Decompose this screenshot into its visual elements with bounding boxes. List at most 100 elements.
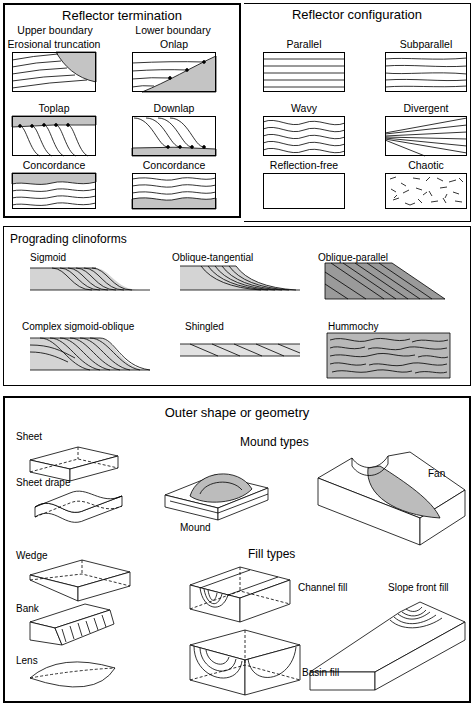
complex-sigmoid-oblique-art [30, 338, 150, 370]
shingled-art [180, 344, 300, 356]
lens-outline [30, 662, 115, 687]
wavy-art [263, 120, 345, 152]
valley-walls [352, 456, 388, 476]
sigmoid-art [30, 268, 150, 290]
fill-lines [390, 607, 442, 628]
panel-title: Reflector configuration [244, 8, 470, 22]
block-face [70, 456, 118, 481]
clinoform-lines [180, 344, 300, 356]
figure-label: Mound types [240, 436, 309, 449]
figure-label: Sheet drape [16, 477, 71, 488]
onlap-art [132, 56, 216, 92]
block-face [190, 645, 245, 695]
gray-fill [12, 116, 96, 127]
figure-label: Upper boundary [17, 25, 92, 37]
clinoform-lines [180, 266, 300, 290]
panel-box: Prograding clinoforms [3, 226, 471, 386]
figure-label: Oblique-tangential [172, 252, 253, 263]
block-face [55, 610, 114, 645]
sample-label: Erosional truncation [8, 39, 101, 51]
sample-label: Onlap [160, 39, 188, 51]
wave-line [263, 127, 345, 131]
sample-box: Toplap [12, 116, 96, 156]
hidden-edge [30, 447, 118, 472]
termination-dots [167, 146, 206, 149]
sample-label: Wavy [291, 103, 317, 115]
sample-box: Concordance [12, 173, 96, 209]
reflector-lines [12, 54, 87, 88]
mound-fill [190, 474, 252, 502]
sample-box: Erosional truncation [12, 52, 96, 92]
chaotic-art [390, 177, 463, 205]
reflector-lines [132, 62, 204, 87]
lens-art [30, 662, 115, 687]
concordance-lower-art [132, 178, 216, 209]
gray-fill [56, 52, 96, 82]
panel-title: Reflector termination [5, 9, 239, 23]
sample-label: Toplap [39, 103, 70, 115]
figure-label: Oblique-parallel [318, 252, 388, 263]
figure-label: Shingled [185, 321, 224, 332]
sample-box: Downlap [132, 116, 216, 156]
figure-label: Mound [180, 522, 211, 533]
sample-label: Chaotic [408, 160, 444, 172]
panel-box: Outer shape or geometry [3, 396, 471, 703]
bank-art [30, 604, 114, 645]
figure-label: Hummochy [328, 321, 379, 332]
figure-label: Fill types [248, 548, 295, 561]
hidden-edge [35, 501, 122, 517]
block-face [78, 572, 130, 601]
gray-fill [327, 333, 450, 378]
figure-label: Basin fill [302, 667, 339, 678]
figure-label: Bank [16, 603, 39, 614]
gray-fill [30, 338, 150, 370]
sample-box: Concordance [132, 173, 216, 209]
reflector-lines [134, 118, 204, 147]
downlap-art [132, 118, 216, 156]
oblique-parallel-art [325, 263, 445, 299]
reflector-lines [20, 125, 88, 156]
wave-line [263, 141, 345, 145]
gray-fill [132, 198, 216, 209]
block-face [375, 622, 465, 690]
clinoform-lines [30, 338, 150, 370]
concordance-upper-art [12, 173, 96, 205]
hummocky-art [327, 333, 450, 378]
sample-label: Parallel [286, 39, 321, 51]
sheet-drape-art [35, 491, 122, 522]
hidden-edge [190, 567, 290, 609]
wave-line [263, 120, 345, 124]
mound-layers [170, 482, 268, 513]
figure-label: Lower boundary [135, 25, 210, 37]
oblique-tangential-art [180, 266, 300, 290]
panel-title: Prograding clinoforms [10, 233, 127, 246]
gray-fill [325, 263, 445, 299]
reflector-lines [385, 58, 467, 87]
sample-label: Downlap [154, 103, 195, 115]
hummock-lines [330, 338, 448, 373]
wave-line [263, 148, 345, 152]
gray-fill [180, 344, 300, 356]
sample-label: Concordance [23, 160, 85, 172]
figure-label: Channel fill [298, 582, 347, 593]
figure-label: Wedge [16, 550, 48, 561]
block-face [35, 491, 122, 512]
sample-box: Parallel [263, 52, 345, 92]
sample-box: Subparallel [385, 52, 467, 92]
block-face [245, 645, 300, 695]
reflector-lines [385, 118, 467, 156]
reflector-lines [132, 178, 216, 194]
termination-dots [19, 124, 70, 128]
parallel-art [263, 59, 345, 87]
clinoform-lines [30, 268, 150, 290]
fan-art [318, 452, 465, 545]
slope-hatch [62, 615, 106, 642]
wave-line [263, 134, 345, 138]
gray-fill [12, 173, 96, 184]
sample-box: Reflection-free [263, 173, 345, 209]
sample-label: Subparallel [400, 39, 453, 51]
